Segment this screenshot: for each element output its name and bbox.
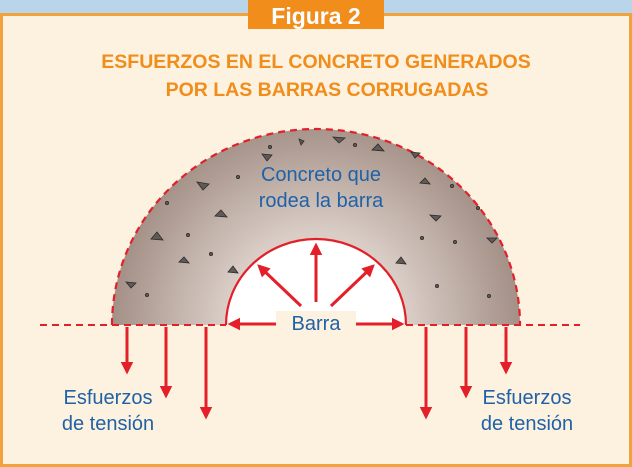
aggregate-particle: [235, 174, 240, 179]
aggregate-particle: [267, 144, 272, 149]
aggregate-particle: [449, 183, 454, 188]
aggregate-particle: [178, 256, 190, 264]
concrete-label-line2: rodea la barra: [258, 190, 384, 212]
tension-label-right-line1: Esfuerzos: [482, 387, 572, 409]
aggregate-particle: [410, 151, 421, 159]
aggregate-particle: [208, 251, 213, 256]
aggregate-particle: [214, 209, 228, 218]
bar-label: Barra: [276, 311, 356, 337]
tension-arrows: [120, 327, 513, 420]
aggregate-particle: [395, 256, 407, 265]
aggregate-particle: [419, 235, 424, 240]
aggregate-particles: [125, 136, 498, 298]
figure-title-line1: ESFUERZOS EN EL CONCRETO GENERADOS: [101, 51, 531, 73]
aggregate-particle: [164, 200, 169, 205]
aggregate-particle: [261, 153, 273, 162]
radial-stress-arrows: [257, 242, 375, 308]
tension-label-left: Esfuerzos de tensión: [38, 385, 178, 437]
radial-arrow-left: [257, 264, 303, 308]
aggregate-particle: [419, 177, 431, 185]
concrete-label-line1: Concreto que: [260, 164, 382, 186]
aggregate-particle: [486, 293, 491, 298]
aggregate-particle: [371, 143, 385, 152]
aggregate-particle: [227, 265, 239, 274]
aggregate-particle: [185, 232, 190, 237]
figure-title: ESFUERZOS EN EL CONCRETO GENERADOS POR L…: [0, 48, 632, 104]
concrete-label: Concreto que rodea la barra: [226, 162, 416, 214]
aggregate-particle: [475, 205, 480, 210]
tension-label-right-line2: de tensión: [480, 413, 574, 435]
aggregate-particle: [352, 142, 357, 147]
bar-outline: [224, 237, 408, 326]
radial-arrow-right: [329, 264, 375, 308]
tension-label-right: Esfuerzos de tensión: [457, 385, 597, 437]
tension-label-left-line1: Esfuerzos: [63, 387, 153, 409]
aggregate-particle: [125, 281, 137, 289]
aggregate-particle: [452, 239, 457, 244]
tension-label-left-line2: de tensión: [61, 413, 155, 435]
aggregate-particle: [428, 214, 442, 222]
concrete-outer-outline: [110, 127, 522, 326]
aggregate-particle: [298, 138, 305, 146]
concrete-section: [112, 129, 520, 325]
aggregate-particle: [434, 283, 439, 288]
figure-title-line2: POR LAS BARRAS CORRUGADAS: [165, 79, 489, 101]
figure-tab: Figura 2: [248, 0, 384, 29]
aggregate-particle: [331, 136, 347, 144]
aggregate-particle: [486, 237, 498, 244]
aggregate-particle: [196, 181, 210, 191]
aggregate-particle: [150, 231, 164, 241]
aggregate-particle: [144, 292, 149, 297]
